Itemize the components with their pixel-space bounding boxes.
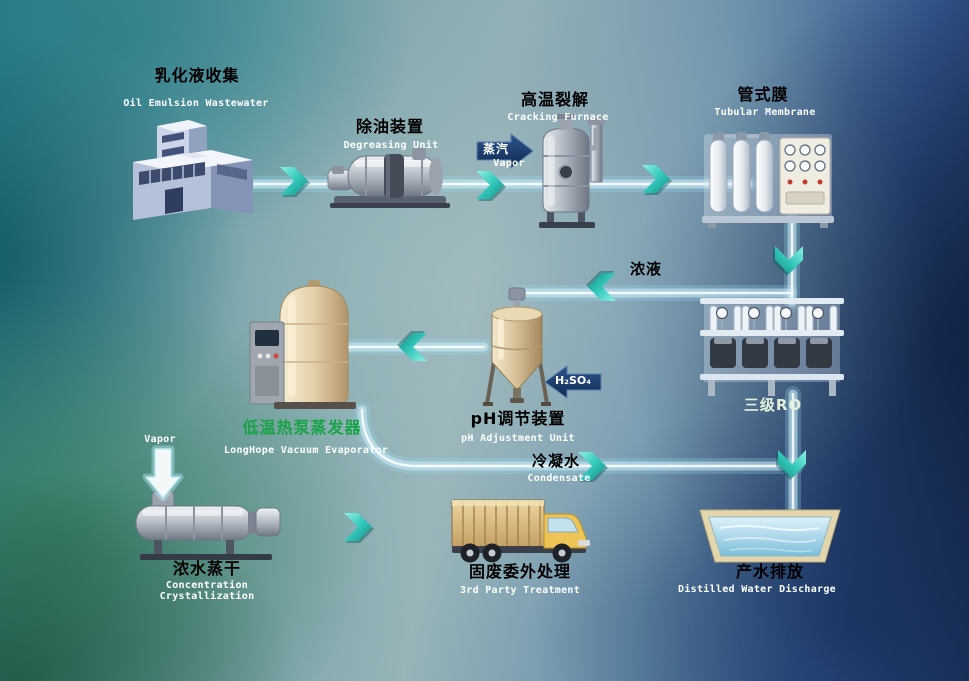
chevron-right-icon: [344, 513, 374, 543]
stream-arrows: [142, 132, 602, 502]
steam-arrow: [476, 132, 534, 170]
crystallizer-illustration: [135, 491, 281, 560]
pool-illustration: [699, 509, 841, 563]
vapor-down-arrow: [145, 448, 181, 499]
acid-arrow: [544, 365, 602, 399]
evaporator-illustration: [249, 280, 356, 409]
ro-unit-illustration: [700, 298, 844, 396]
truck-illustration: [451, 499, 590, 563]
cracking-furnace-illustration: [539, 114, 605, 228]
tubular-membrane-illustration: [702, 132, 834, 228]
degreaser-illustration: [327, 148, 450, 208]
ph-unit-illustration: [483, 287, 551, 406]
factory-illustration: [133, 120, 253, 220]
